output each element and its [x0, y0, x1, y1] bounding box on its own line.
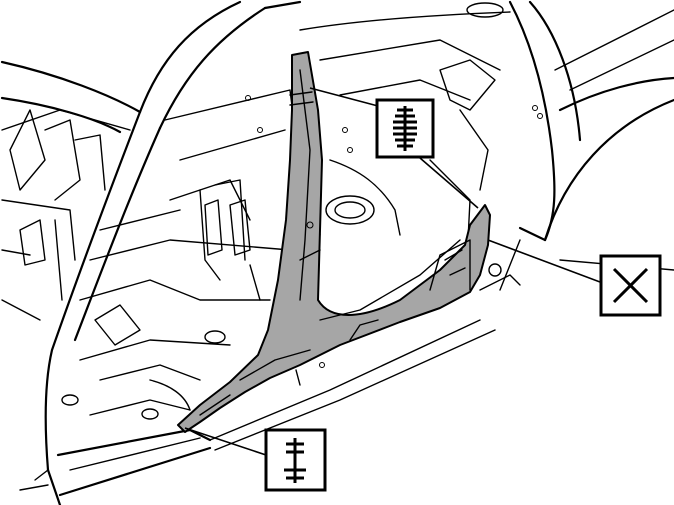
leader-lines [184, 87, 601, 456]
remove-x-icon [612, 267, 649, 304]
leader-right [487, 239, 601, 283]
callout-weld-symbol-upper [375, 98, 435, 159]
spot-weld-symbol-icon [393, 106, 417, 151]
leader-upper [309, 87, 379, 107]
leader-lower [184, 427, 267, 456]
callout-remove-symbol-right [599, 254, 662, 317]
highlighted-panel-b-pillar [177, 51, 491, 433]
callout-weld-symbol-lower [264, 428, 327, 492]
leader-upper-2 [419, 157, 479, 209]
spot-weld-symbol-icon [284, 438, 306, 483]
